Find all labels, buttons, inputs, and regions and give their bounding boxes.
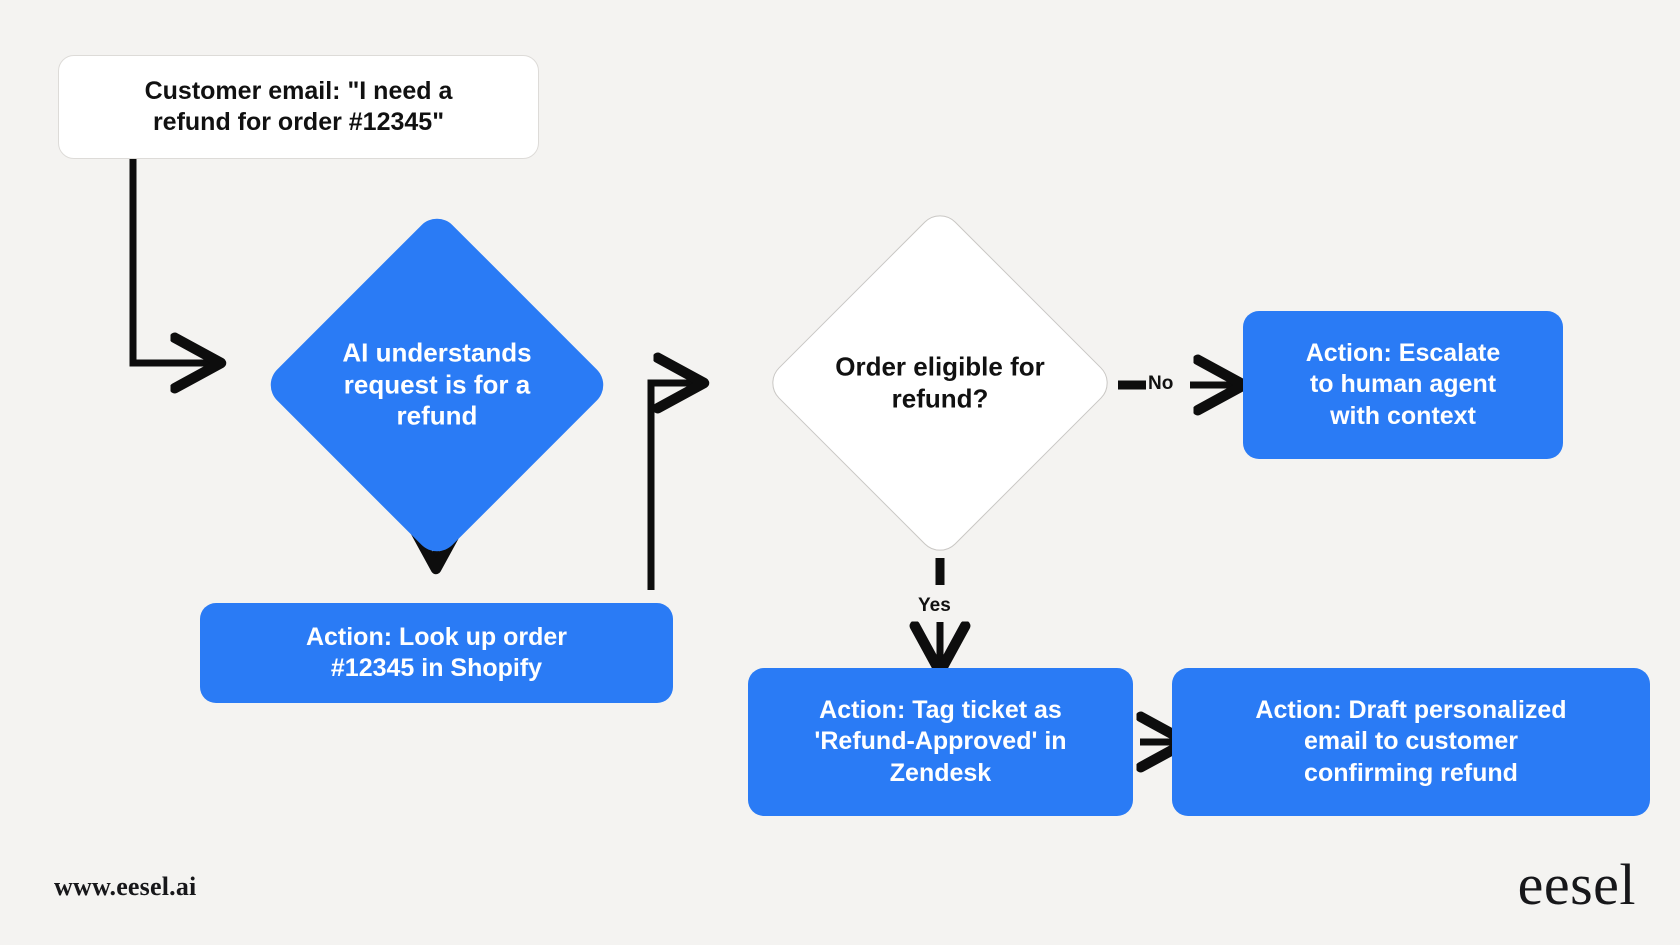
node-tag-ticket-line2: 'Refund-Approved' in	[814, 727, 1067, 756]
node-order-eligible-label: Order eligible for refund?	[835, 351, 1045, 413]
node-tag-ticket-line1: Action: Tag ticket as	[819, 695, 1062, 724]
node-tag-ticket-line3: Zendesk	[889, 758, 992, 787]
edge-lookup-to-eligible	[647, 383, 697, 590]
node-tag-ticket-text: Action: Tag ticket as 'Refund-Approved' …	[814, 695, 1066, 790]
node-customer-email-text: Customer email: "I need a refund for ord…	[145, 76, 453, 139]
node-escalate-line2: to human agent	[1309, 370, 1497, 399]
node-lookup-order-line2: #12345 in Shopify	[330, 654, 543, 682]
edge-label-no: No	[1148, 373, 1174, 394]
node-lookup-order[interactable]: Action: Look up order #12345 in Shopify	[200, 603, 673, 703]
node-order-eligible[interactable]: Order eligible for refund?	[763, 206, 1117, 560]
node-ai-understands-label: AI understands request is for a refund	[342, 337, 532, 431]
edge-email-to-ai	[129, 158, 214, 363]
node-draft-email-line1: Action: Draft personalized	[1255, 695, 1567, 724]
node-escalate-text: Action: Escalate to human agent with con…	[1306, 338, 1501, 433]
node-customer-email[interactable]: Customer email: "I need a refund for ord…	[58, 55, 539, 159]
node-escalate-line1: Action: Escalate	[1305, 338, 1501, 367]
node-tag-ticket[interactable]: Action: Tag ticket as 'Refund-Approved' …	[748, 668, 1133, 816]
node-escalate-line3: with context	[1330, 401, 1476, 430]
node-customer-email-line2: refund for order #12345"	[152, 108, 445, 136]
node-ai-understands[interactable]: AI understands request is for a refund	[261, 209, 613, 561]
footer-website-url[interactable]: www.eesel.ai	[54, 872, 197, 901]
node-draft-email[interactable]: Action: Draft personalized email to cust…	[1172, 668, 1650, 816]
node-draft-email-text: Action: Draft personalized email to cust…	[1255, 695, 1566, 790]
node-lookup-order-text: Action: Look up order #12345 in Shopify	[306, 622, 567, 685]
node-customer-email-line1: Customer email: "I need a	[144, 76, 453, 105]
node-draft-email-line3: confirming refund	[1304, 758, 1518, 787]
eesel-logo: eesel	[1517, 852, 1636, 917]
node-draft-email-line2: email to customer	[1304, 727, 1518, 756]
edge-label-yes: Yes	[918, 595, 951, 616]
node-lookup-order-line1: Action: Look up order	[305, 622, 568, 651]
node-escalate[interactable]: Action: Escalate to human agent with con…	[1243, 311, 1563, 459]
